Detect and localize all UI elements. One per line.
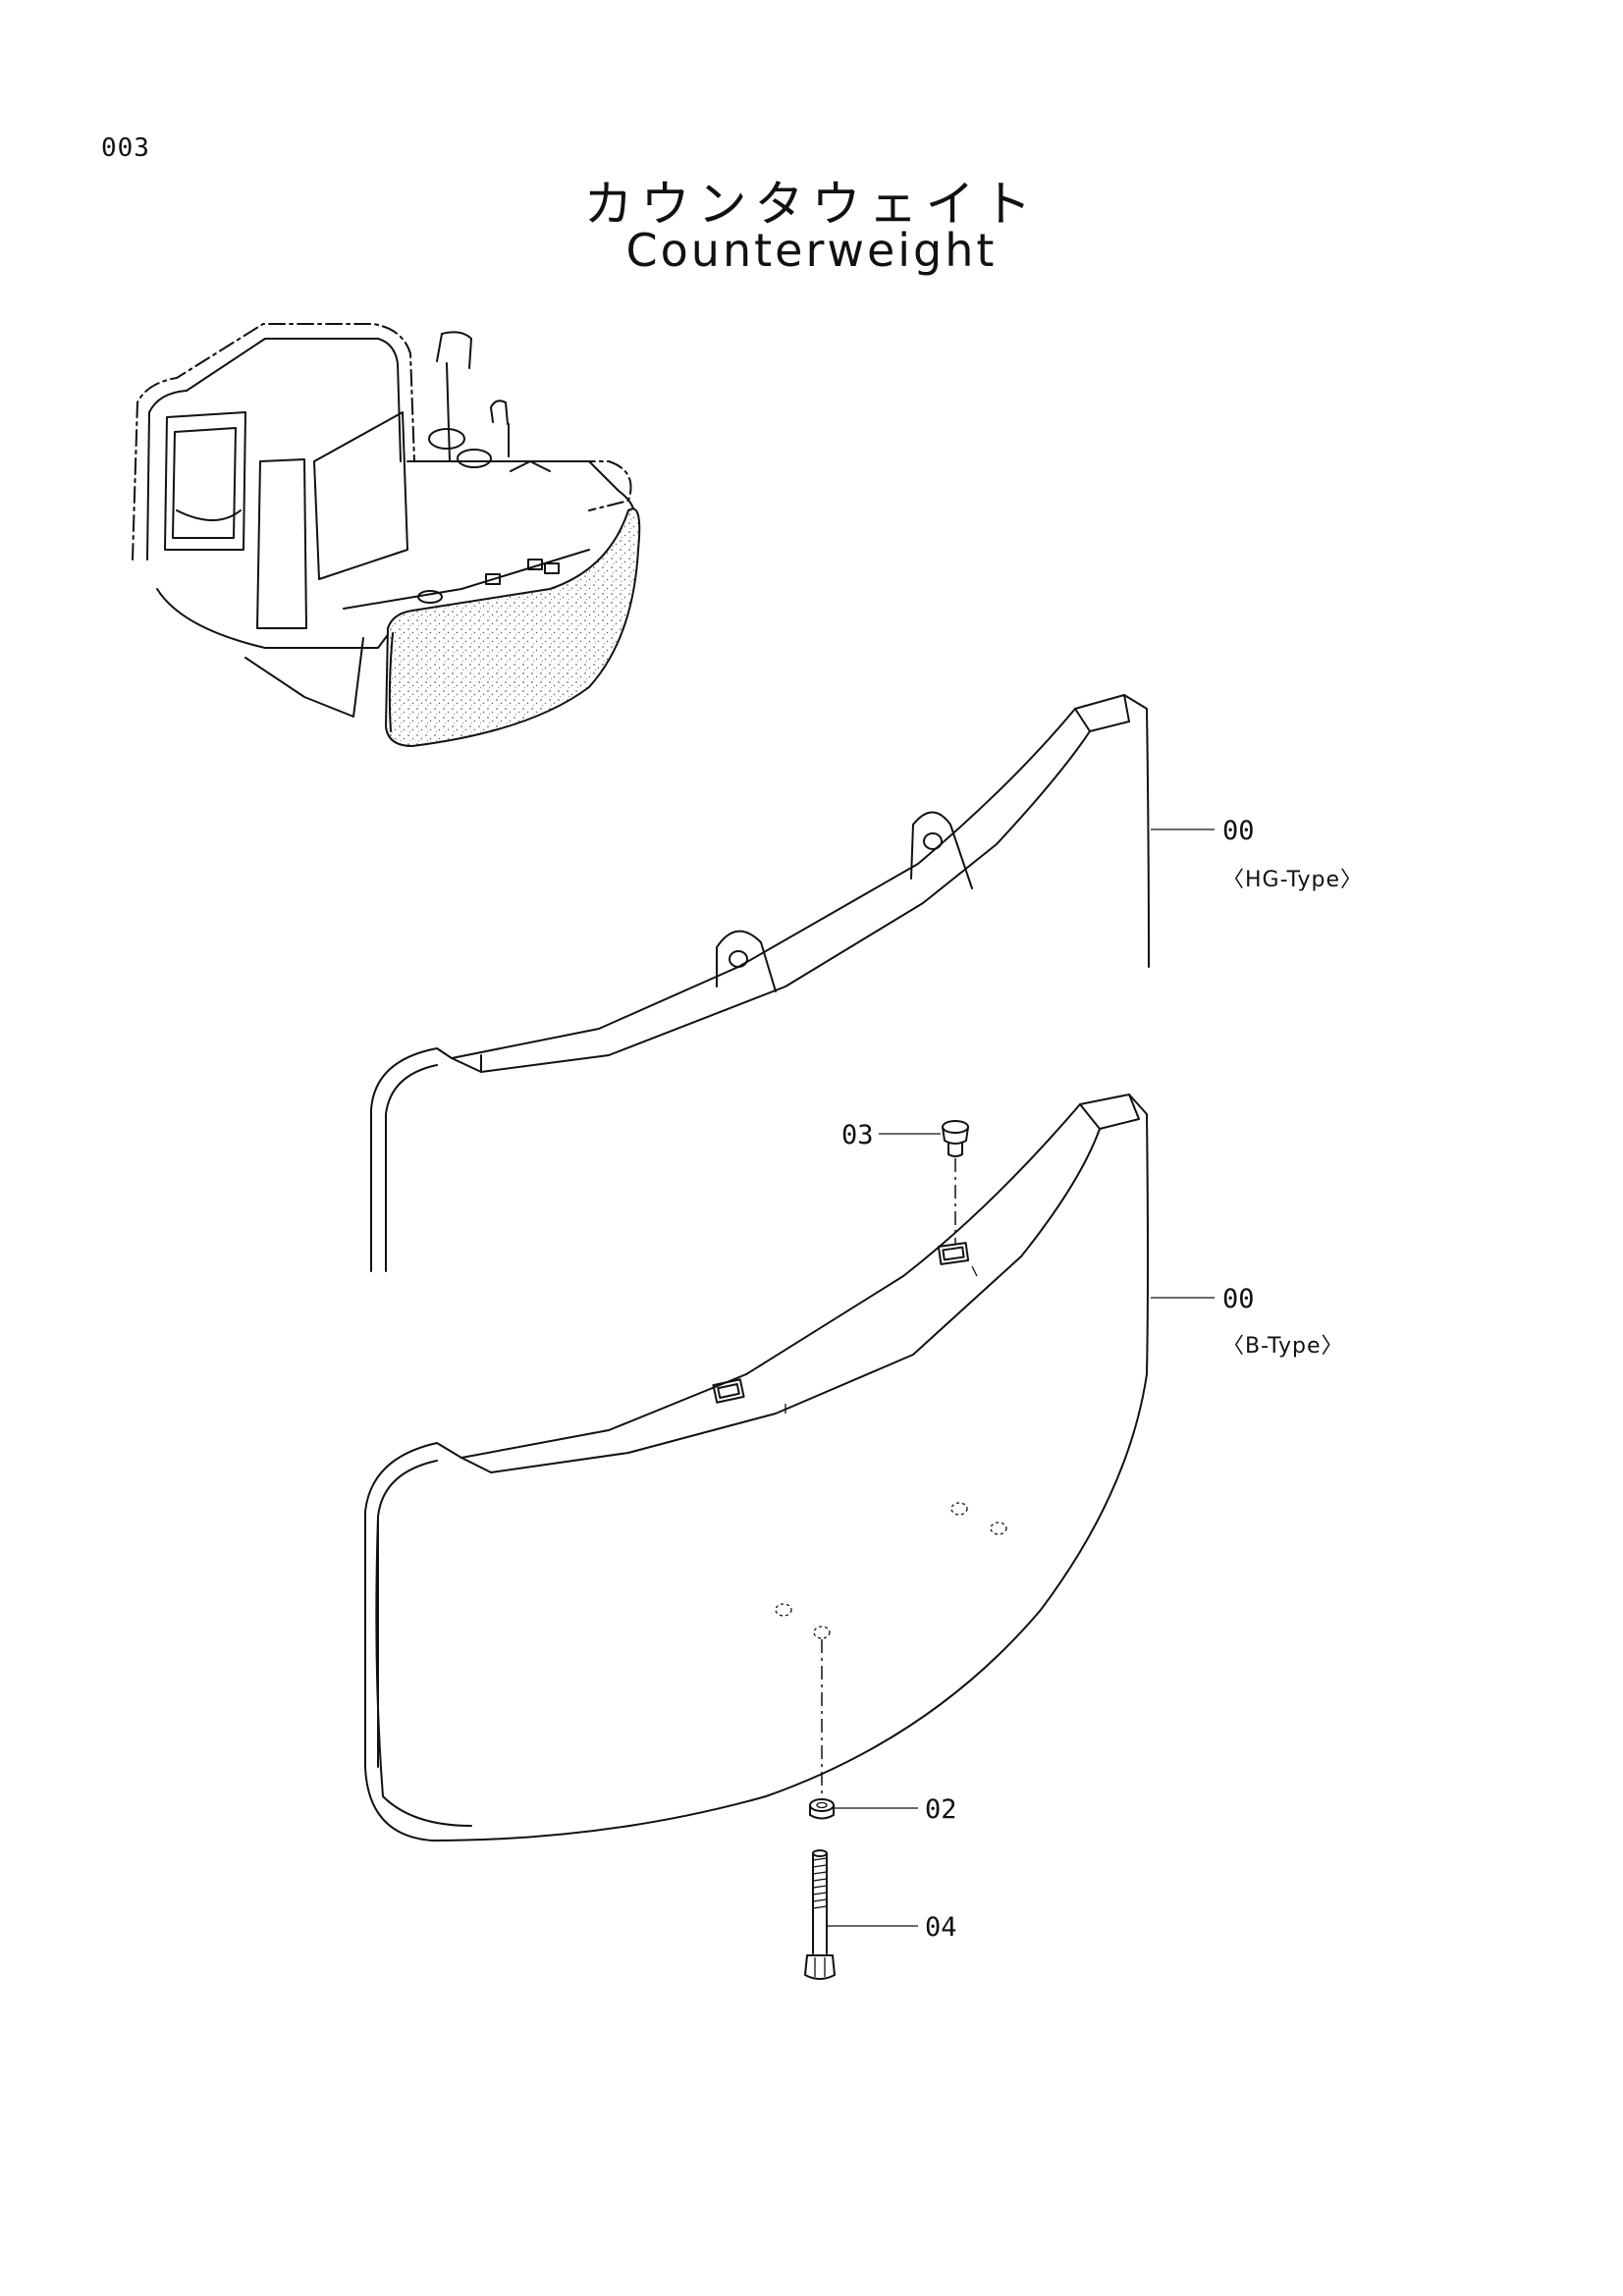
callout-b-part: 00 xyxy=(1222,1284,1255,1314)
title-english: Counterweight xyxy=(625,224,998,277)
counterweight-hg-type xyxy=(370,694,1150,1272)
callout-hg-note: 〈HG-Type〉 xyxy=(1222,868,1363,892)
counterweight-b-type xyxy=(364,1094,1149,1842)
callout-04: 04 xyxy=(925,1912,957,1943)
page-number: 003 xyxy=(101,133,150,163)
part-02-washer xyxy=(809,1639,835,1820)
callout-b-note: 〈B-Type〉 xyxy=(1222,1334,1344,1359)
callout-02: 02 xyxy=(925,1794,957,1825)
title-japanese: カウンタウェイト xyxy=(583,176,1040,233)
excavator-overview-illustration xyxy=(132,323,641,748)
callout-hg-part: 00 xyxy=(1222,816,1255,846)
part-04-bolt xyxy=(804,1849,836,1980)
callout-03: 03 xyxy=(841,1120,874,1150)
leader-lines xyxy=(827,828,1215,1927)
part-03-plug xyxy=(942,1120,969,1245)
